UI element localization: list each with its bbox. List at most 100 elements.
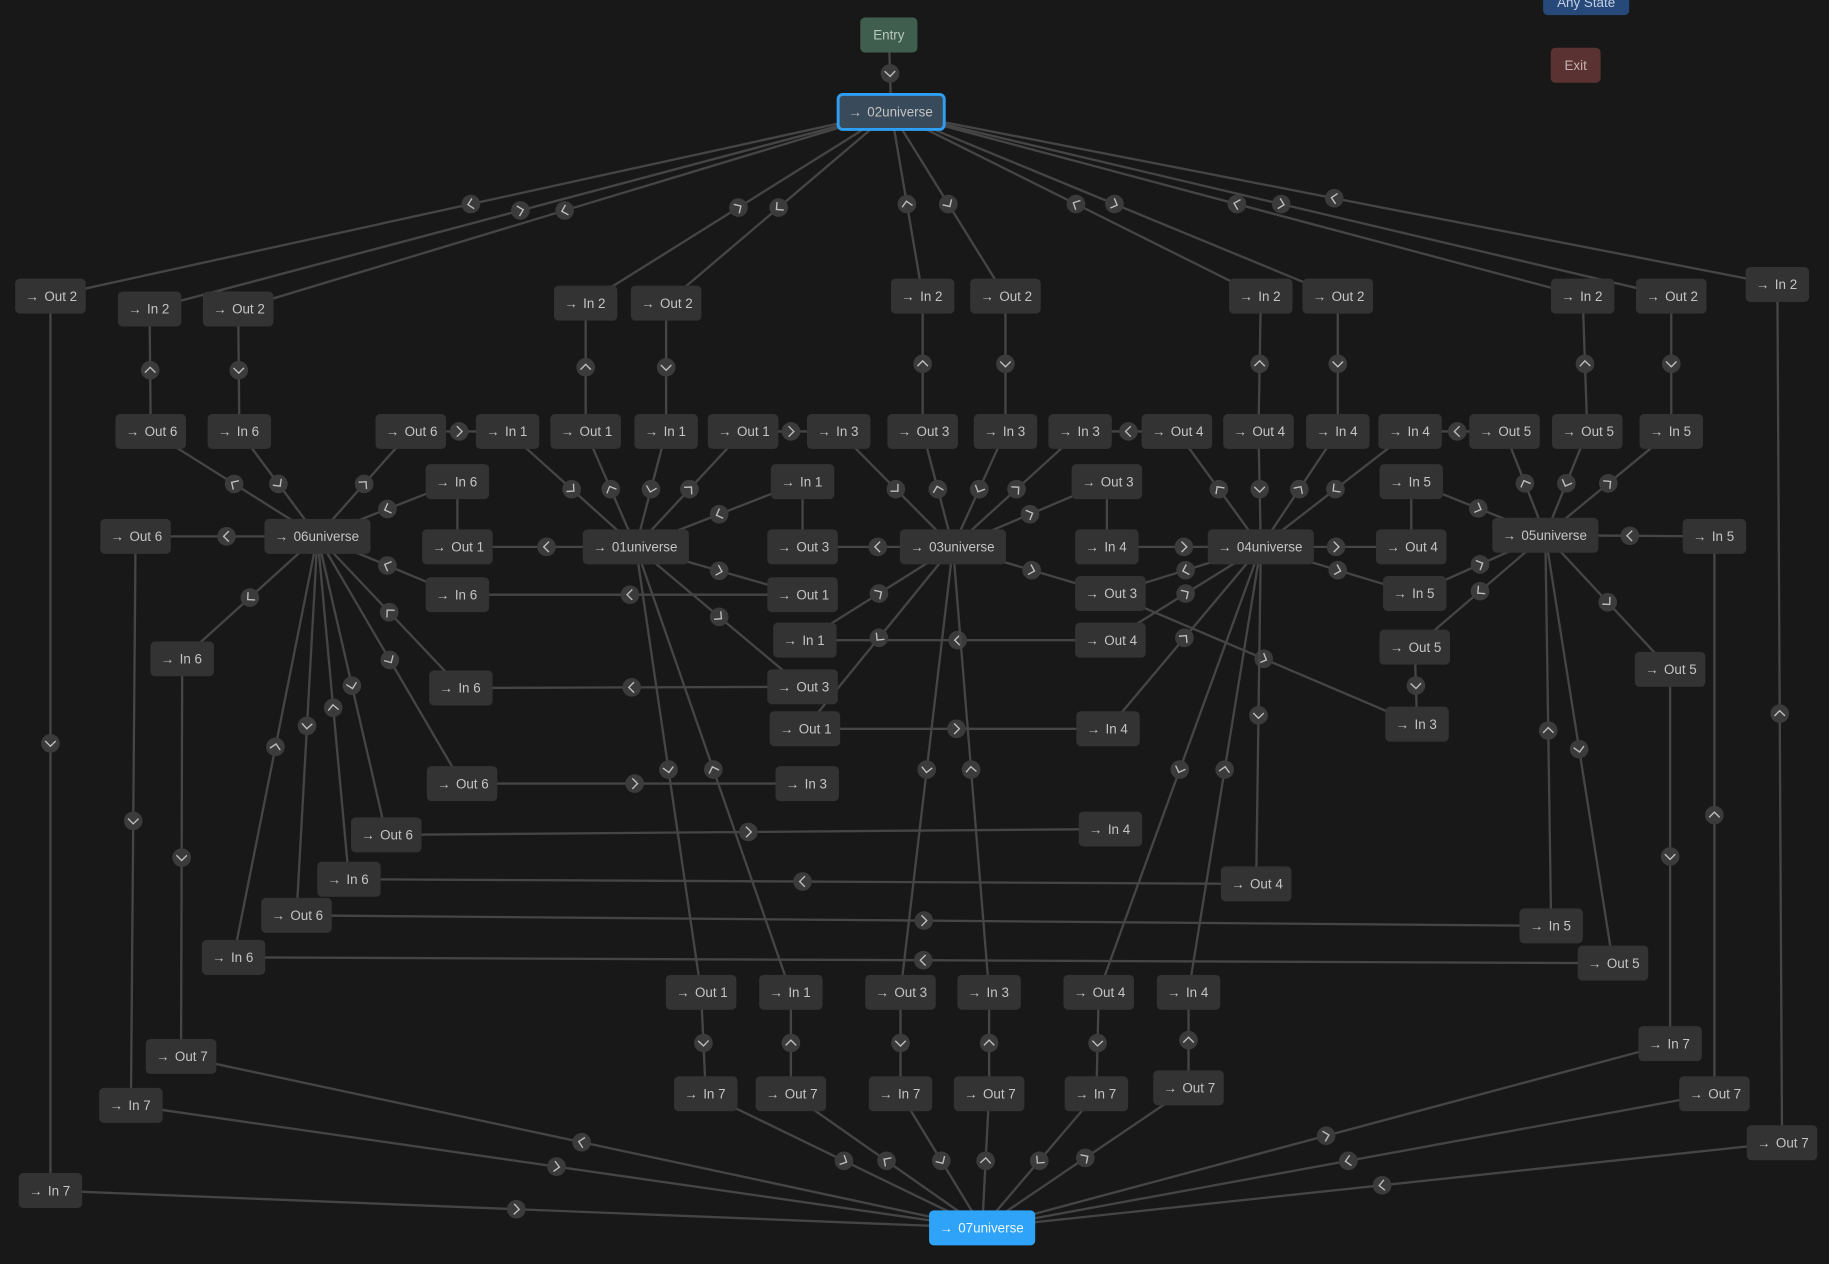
state-node-e3[interactable]: →In 3 [1385, 706, 1449, 742]
state-node-e14[interactable]: →In 6 [201, 939, 266, 975]
state-node-a2[interactable]: →In 2 [117, 291, 182, 327]
transition-arrow-icon[interactable] [140, 360, 160, 380]
transition-arrow-icon[interactable] [1328, 354, 1348, 374]
state-box[interactable] [1075, 576, 1146, 612]
transition-arrow-icon[interactable] [571, 1131, 593, 1153]
transition-b13-a8[interactable] [1250, 296, 1269, 432]
state-box[interactable] [1519, 908, 1583, 944]
state-node-e13[interactable]: →In 5 [1519, 908, 1583, 944]
state-box[interactable] [145, 1038, 217, 1074]
transition-arrow-icon[interactable] [868, 537, 888, 557]
transition-g10-u07[interactable] [981, 1092, 1715, 1229]
transition-arrow-icon[interactable] [926, 478, 949, 501]
state-box[interactable] [1383, 576, 1447, 612]
state-box[interactable] [1141, 413, 1213, 449]
transition-arrow-icon[interactable] [559, 476, 585, 502]
state-node-f2[interactable]: →In 1 [759, 974, 823, 1010]
state-box[interactable] [100, 518, 171, 554]
transition-arrow-icon[interactable] [739, 822, 758, 842]
transition-u07-g4[interactable] [790, 1092, 983, 1229]
state-box[interactable] [1577, 945, 1649, 981]
transition-u07-g8[interactable] [981, 1086, 1190, 1229]
state-box[interactable] [1492, 517, 1599, 553]
state-node-e4[interactable]: →Out 1 [769, 711, 841, 747]
state-node-u04[interactable]: →04universe [1207, 529, 1314, 565]
transition-b6-u01[interactable] [634, 431, 668, 548]
state-node-c9[interactable]: →Out 4 [1375, 529, 1447, 565]
state-box[interactable] [868, 1076, 933, 1112]
state-node-b17[interactable]: →Out 5 [1552, 413, 1623, 449]
transition-d9-g9[interactable] [1660, 669, 1680, 1044]
transition-arrow-icon[interactable] [1171, 625, 1197, 651]
state-box[interactable] [806, 413, 871, 449]
transition-u02-a11[interactable] [890, 110, 1672, 298]
transition-arrow-icon[interactable] [1174, 559, 1197, 582]
state-box[interactable] [1302, 278, 1374, 314]
state-box[interactable] [1071, 464, 1143, 500]
state-node-g4[interactable]: →Out 7 [755, 1076, 827, 1112]
state-box[interactable] [1385, 706, 1449, 742]
state-box[interactable] [665, 974, 737, 1010]
state-node-b11[interactable]: →In 3 [1048, 413, 1112, 449]
transition-arrow-icon[interactable] [460, 193, 482, 215]
state-box[interactable] [887, 413, 958, 449]
transition-e13-u05[interactable] [1538, 535, 1558, 926]
transition-arrow-icon[interactable] [1661, 354, 1681, 374]
transition-arrow-icon[interactable] [1206, 476, 1232, 502]
transition-arrow-icon[interactable] [1467, 578, 1493, 604]
transition-a11-b18[interactable] [1661, 296, 1681, 432]
transition-arrow-icon[interactable] [866, 625, 892, 651]
transition-arrow-icon[interactable] [41, 734, 60, 753]
transition-arrow-icon[interactable] [1660, 847, 1680, 866]
state-box[interactable] [1379, 464, 1443, 500]
transition-arrow-icon[interactable] [891, 1033, 910, 1053]
state-box[interactable] [1639, 413, 1703, 449]
state-box[interactable] [759, 974, 823, 1010]
transition-b5-a4[interactable] [576, 303, 596, 432]
transition-e8-e9[interactable] [386, 822, 1111, 842]
transition-arrow-icon[interactable] [1102, 192, 1126, 216]
transition-u04-f5[interactable] [1097, 546, 1262, 993]
transition-u07-g1[interactable] [180, 1055, 983, 1229]
state-box[interactable] [775, 766, 839, 802]
transition-d6-d5[interactable] [804, 630, 1111, 650]
state-box[interactable] [1378, 413, 1442, 449]
state-node-u06[interactable]: →06universe [264, 518, 371, 554]
state-box[interactable] [1229, 278, 1293, 314]
transition-arrow-icon[interactable] [1538, 721, 1558, 740]
transition-a3-b2[interactable] [229, 308, 249, 432]
transition-arrow-icon[interactable] [883, 476, 909, 502]
state-node-g7[interactable]: →In 7 [1064, 1076, 1129, 1112]
state-node-b8[interactable]: →In 3 [806, 413, 871, 449]
state-box[interactable] [317, 861, 381, 897]
state-node-a5[interactable]: →Out 2 [630, 285, 702, 321]
transition-arrow-icon[interactable] [896, 193, 918, 215]
state-box[interactable] [550, 413, 621, 449]
transition-arrow-icon[interactable] [831, 1148, 856, 1173]
transition-arrow-icon[interactable] [1326, 537, 1346, 557]
transition-arrow-icon[interactable] [676, 476, 702, 502]
state-box[interactable] [865, 974, 936, 1010]
transition-arrow-icon[interactable] [221, 471, 247, 497]
transition-arrow-icon[interactable] [1286, 476, 1312, 502]
transition-arrow-icon[interactable] [1250, 479, 1269, 499]
transition-arrow-icon[interactable] [781, 1033, 801, 1053]
state-box[interactable] [929, 1210, 1036, 1246]
state-node-c7[interactable]: →Out 3 [767, 529, 838, 565]
transition-arrow-icon[interactable] [1214, 759, 1235, 780]
transition-arrow-icon[interactable] [793, 872, 812, 891]
transition-u06-d8[interactable] [181, 535, 319, 660]
transition-arrow-icon[interactable] [1018, 502, 1042, 526]
state-node-a10[interactable]: →In 2 [1550, 278, 1615, 314]
transition-arrow-icon[interactable] [449, 422, 469, 441]
transition-arrow-icon[interactable] [1072, 1145, 1098, 1171]
transition-arrow-icon[interactable] [726, 195, 752, 221]
transition-arrow-icon[interactable] [996, 354, 1015, 374]
state-box[interactable] [375, 413, 447, 449]
transition-arrow-icon[interactable] [1620, 526, 1640, 546]
transition-g7-u07[interactable] [981, 1093, 1098, 1229]
state-box[interactable] [99, 1087, 163, 1123]
state-node-e9[interactable]: →In 4 [1078, 811, 1143, 847]
state-box[interactable] [553, 285, 618, 321]
transition-arrow-icon[interactable] [506, 1199, 526, 1219]
